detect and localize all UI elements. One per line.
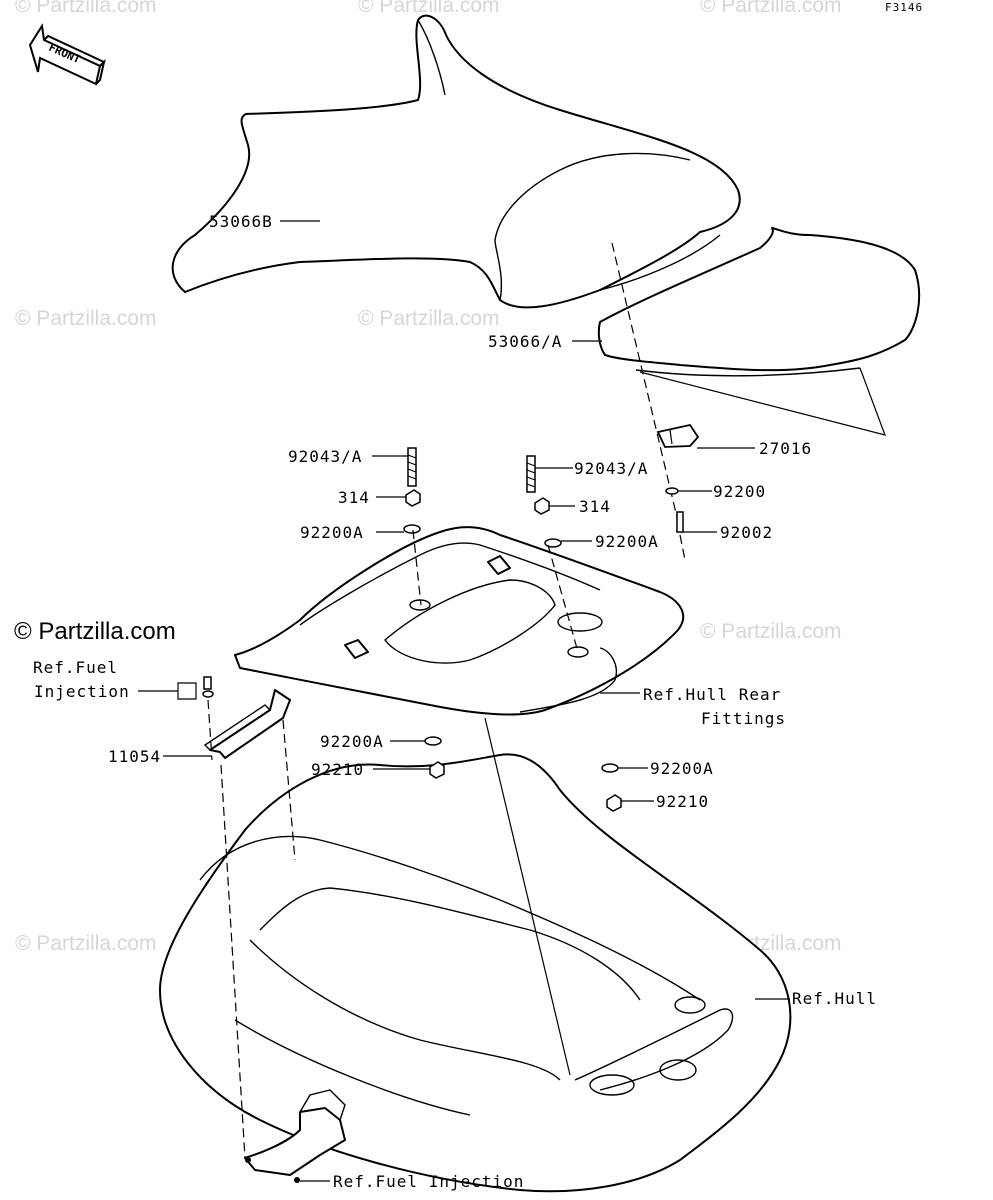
bottom-bracket <box>244 1089 346 1183</box>
watermark: © Partzilla.com <box>358 307 500 330</box>
label-washer-right-bottom: 92200A <box>650 759 714 778</box>
label-washer-right-top: 92200A <box>595 532 659 551</box>
label-bracket: 11054 <box>108 747 161 766</box>
label-seat-front: 53066B <box>209 212 273 231</box>
rear-seat <box>597 227 921 436</box>
label-ref-fuel-1: Ref.Fuel <box>33 658 118 677</box>
label-washer-small: 92200 <box>713 482 766 501</box>
label-nut-left: 314 <box>338 488 370 507</box>
label-washer-left-bottom: 92200A <box>320 732 384 751</box>
label-screw: 92002 <box>720 523 773 542</box>
front-arrow-icon: FRONT <box>28 23 106 86</box>
label-washer-left-top: 92200A <box>300 523 364 542</box>
figure-code: F3146 <box>885 1 923 14</box>
bracket <box>203 689 291 759</box>
watermark: © Partzilla.com <box>15 307 157 330</box>
front-seat <box>171 14 741 309</box>
rear-fittings-tray <box>234 526 685 716</box>
label-bolt-left: 92043/A <box>288 447 362 466</box>
watermark: © Partzilla.com <box>700 620 842 643</box>
part-labels: 53066B 53066/A 27016 92043/A 92043/A 314… <box>33 212 877 1191</box>
label-nut-left-bottom: 92210 <box>311 760 364 779</box>
center-line <box>611 242 681 531</box>
hardware <box>202 423 700 812</box>
watermark: © Partzilla.com <box>700 0 842 17</box>
label-stopper: 27016 <box>759 439 812 458</box>
brand-label: © Partzilla.com <box>14 618 176 645</box>
label-nut-right-bottom: 92210 <box>656 792 709 811</box>
watermark: © Partzilla.com <box>15 932 157 955</box>
alignment-lines <box>207 529 686 1159</box>
label-seat-rear: 53066/A <box>488 332 562 351</box>
label-ref-hull-rear-1: Ref.Hull Rear <box>643 685 781 704</box>
watermark: © Partzilla.com <box>15 0 157 17</box>
label-ref-hull: Ref.Hull <box>792 989 877 1008</box>
label-bolt-right: 92043/A <box>574 459 648 478</box>
hull <box>159 753 792 1193</box>
leader-lines <box>138 220 790 1182</box>
label-nut-right: 314 <box>579 497 611 516</box>
label-ref-fuel-bottom: Ref.Fuel Injection <box>333 1172 524 1191</box>
watermark: © Partzilla.com <box>358 0 500 17</box>
label-ref-hull-rear-2: Fittings <box>701 709 786 728</box>
label-ref-fuel-2: Injection <box>34 682 130 701</box>
